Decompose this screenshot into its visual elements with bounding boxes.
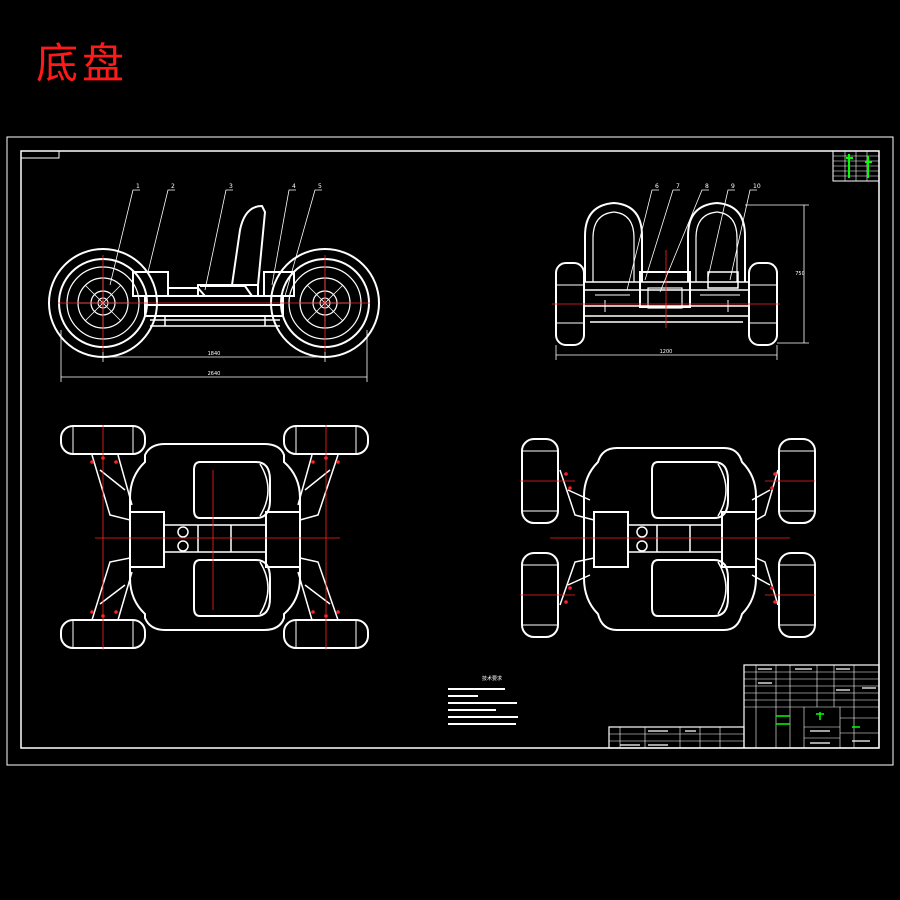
outer-border: [6, 136, 894, 766]
technical-notes: 技术要求: [448, 675, 518, 725]
callout-8: 8: [705, 183, 709, 190]
corner-tag: [20, 150, 60, 159]
top-view-left: [60, 425, 369, 650]
title-block: [608, 664, 880, 749]
callout-3: 3: [229, 183, 233, 190]
dim-overall-length: 2640: [208, 371, 221, 377]
callout-7: 7: [676, 183, 680, 190]
callout-2: 2: [171, 183, 175, 190]
dim-height: 750: [795, 271, 805, 277]
callout-1: 1: [136, 183, 140, 190]
dim-wheelbase: 1840: [208, 351, 221, 357]
front-view: 6 7 8 9 10 1200 750: [552, 183, 809, 360]
callout-10: 10: [753, 183, 761, 190]
notes-title: 技术要求: [482, 675, 502, 682]
inner-border: [20, 150, 880, 749]
callout-5: 5: [318, 183, 322, 190]
callout-6: 6: [655, 183, 659, 190]
side-view: 1 2 3 4 5 1840 2640: [48, 183, 380, 382]
callout-4: 4: [292, 183, 296, 190]
drawing-title: 底盘: [36, 39, 129, 88]
revision-box: [832, 150, 880, 182]
top-view-right: [520, 438, 816, 638]
dim-track: 1200: [660, 349, 673, 355]
callout-9: 9: [731, 183, 735, 190]
